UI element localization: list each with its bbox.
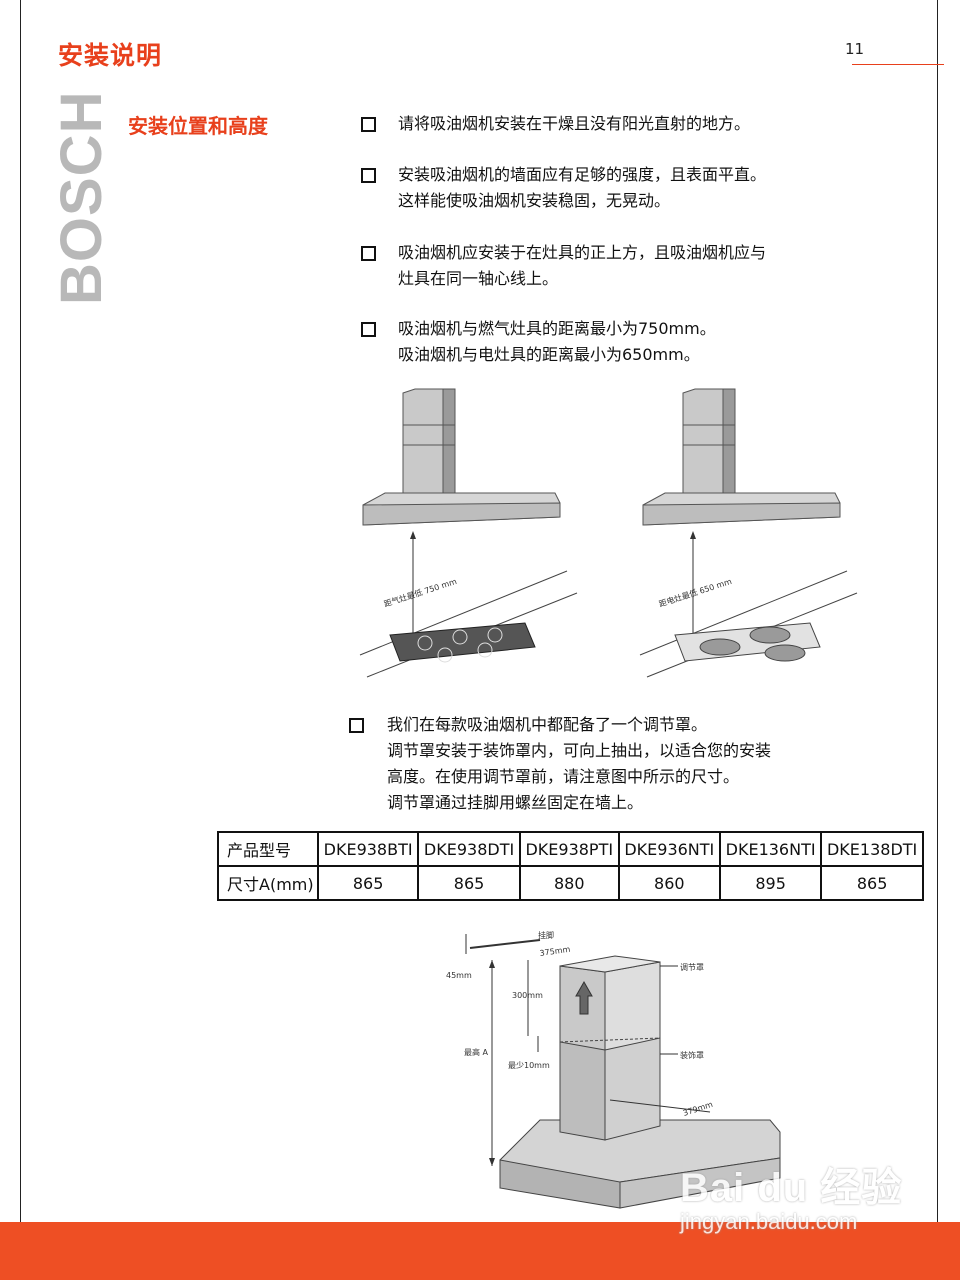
list-item: 我们在每款吸油烟机中都配备了一个调节罩。 调节罩安装于装饰罩内，可向上抽出，以适… [387, 712, 771, 816]
min-10-label: 最少10mm [508, 1061, 550, 1070]
brand-logo: BOSCH [49, 90, 114, 305]
list-item: 吸油烟机与燃气灶具的距离最小为750mm。 吸油烟机与电灶具的距离最小为650m… [398, 316, 716, 368]
item-line: 我们在每款吸油烟机中都配备了一个调节罩。 [387, 715, 708, 734]
table-cell: 895 [718, 865, 823, 901]
table-cell: 865 [316, 865, 420, 901]
item-line: 安装吸油烟机的墙面应有足够的强度，且表面平直。 [398, 165, 767, 184]
adjust-cover-label: 调节罩 [680, 963, 704, 972]
hook-width-label: 375mm [539, 945, 571, 958]
item-line: 请将吸油烟机安装在干燥且没有阳光直射的地方。 [398, 114, 751, 133]
checkbox-icon [361, 246, 376, 261]
checkbox-icon [361, 168, 376, 183]
dim-45-label: 45mm [446, 971, 472, 980]
item-line: 灶具在同一轴心线上。 [398, 269, 559, 288]
table-cell: 860 [617, 865, 721, 901]
table-cell: 865 [417, 865, 521, 901]
section-title: 安装位置和高度 [128, 114, 268, 138]
table-cell: DKE136NTI [718, 831, 823, 867]
right-frame-line [937, 0, 938, 1225]
table-row: 尺寸A(mm) 865 865 880 860 895 865 [217, 865, 924, 901]
page-title: 安装说明 [58, 41, 163, 70]
checkbox-icon [361, 322, 376, 337]
checkbox-icon [349, 718, 364, 733]
table-cell: 865 [820, 865, 924, 901]
table-cell: 880 [518, 865, 620, 901]
page-number-rule [852, 64, 944, 65]
dim-300-label: 300mm [512, 991, 543, 1000]
watermark: Bai du 经验 jingyan.baidu.com [680, 1155, 902, 1235]
dim-379-label: 379mm [682, 1100, 714, 1118]
gas-distance-label: 距气灶最低 750 mm [383, 576, 459, 609]
model-size-table: 产品型号 DKE938BTI DKE938DTI DKE938PTI DKE93… [217, 831, 924, 901]
decorative-cover-label: 装饰罩 [680, 1050, 704, 1060]
table-cell: DKE938BTI [316, 831, 420, 867]
footer-bar [0, 1222, 960, 1280]
item-line: 吸油烟机与燃气灶具的距离最小为750mm。 [398, 319, 716, 338]
installation-dimension-figure: 挂脚 375mm 45mm 最高 A 300mm 最少10mm 调节罩 装饰罩 … [446, 930, 781, 1209]
table-cell: DKE938PTI [518, 831, 620, 867]
item-line: 这样能使吸油烟机安装稳固，无晃动。 [398, 191, 671, 210]
electric-hob-clearance-figure: 距电灶最低 650 mm [639, 388, 858, 678]
item-line: 调节罩安装于装饰罩内，可向上抽出，以适合您的安装 [387, 741, 772, 760]
electric-distance-label: 距电灶最低 650 mm [658, 576, 734, 609]
table-cell: DKE138DTI [820, 831, 924, 867]
list-item: 吸油烟机应安装于在灶具的正上方，且吸油烟机应与 灶具在同一轴心线上。 [398, 240, 766, 292]
gas-hob-clearance-figure: 距气灶最低 750 mm [359, 388, 578, 678]
watermark-url: jingyan.baidu.com [680, 1209, 858, 1234]
item-line: 吸油烟机应安装于在灶具的正上方，且吸油烟机应与 [398, 243, 767, 262]
table-cell: DKE938DTI [417, 831, 521, 867]
checkbox-icon [361, 117, 376, 132]
table-row: 产品型号 DKE938BTI DKE938DTI DKE938PTI DKE93… [217, 831, 924, 867]
item-line: 调节罩通过挂脚用螺丝固定在墙上。 [387, 793, 644, 812]
max-a-label: 最高 A [464, 1047, 489, 1057]
item-line: 高度。在使用调节罩前，请注意图中所示的尺寸。 [387, 767, 740, 786]
table-header-cell: 产品型号 [217, 831, 319, 867]
watermark-logo: Bai du 经验 [680, 1166, 903, 1210]
list-item: 安装吸油烟机的墙面应有足够的强度，且表面平直。 这样能使吸油烟机安装稳固，无晃动… [398, 162, 766, 214]
table-cell: DKE936NTI [617, 831, 721, 867]
page-number: 11 [845, 40, 865, 58]
left-frame-line [20, 0, 21, 1225]
list-item: 请将吸油烟机安装在干燥且没有阳光直射的地方。 [398, 111, 750, 137]
table-header-cell: 尺寸A(mm) [217, 865, 319, 901]
item-line: 吸油烟机与电灶具的距离最小为650mm。 [398, 345, 700, 364]
hook-label: 挂脚 [538, 930, 554, 940]
